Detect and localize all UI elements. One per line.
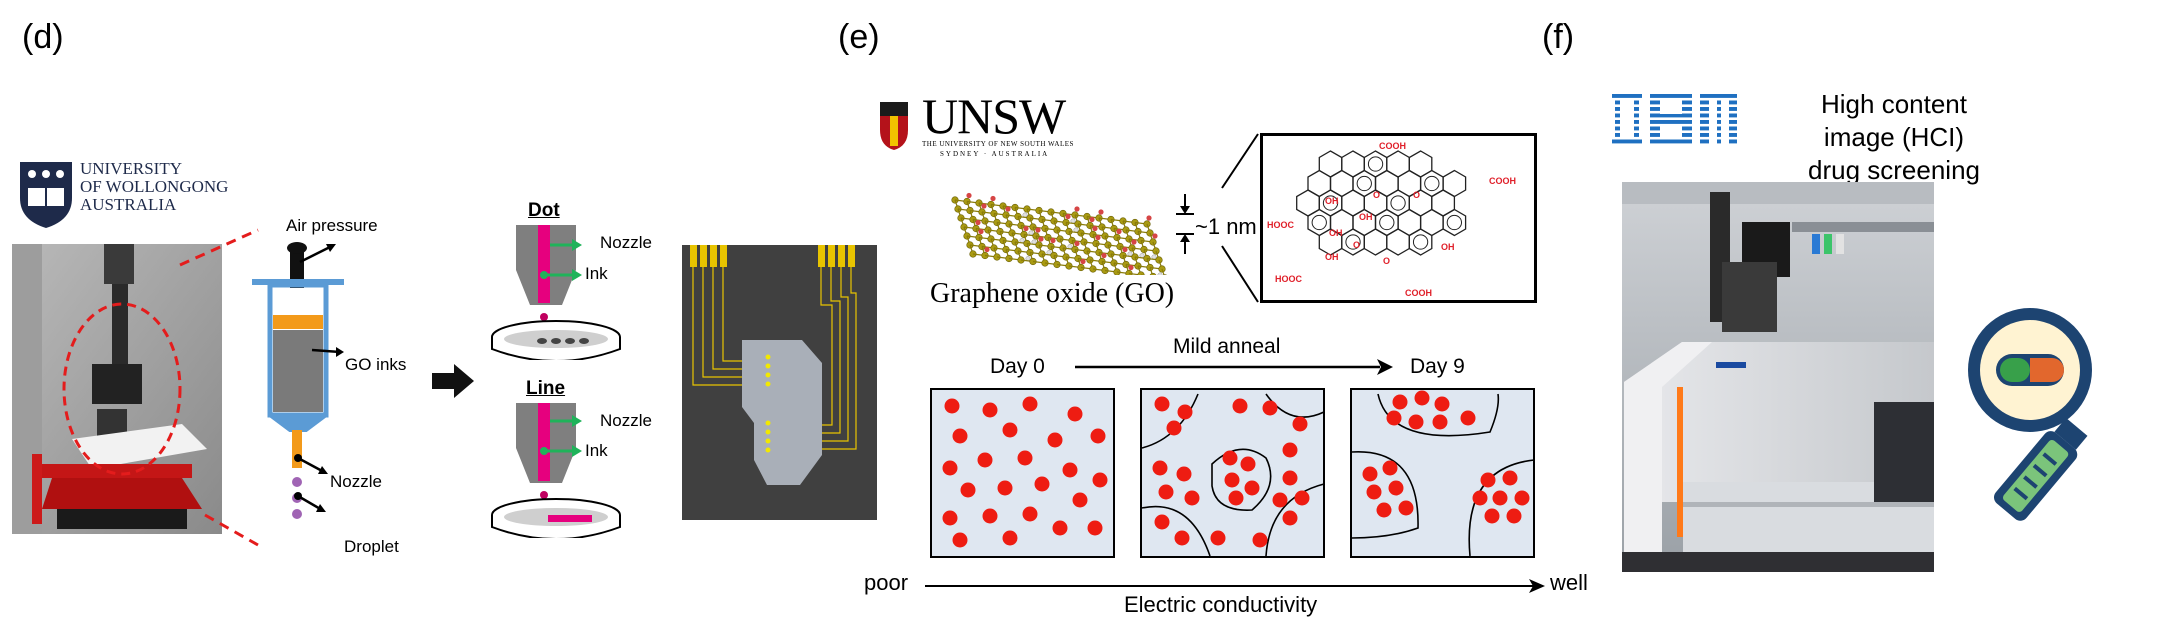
hci-title-line-1: High content image (HCI) <box>1821 89 1967 152</box>
unsw-sub-1: THE UNIVERSITY OF NEW SOUTH WALES <box>922 140 1074 148</box>
day-9-label: Day 9 <box>1410 355 1465 378</box>
go-chemical-structure: COOH COOH HOOC HOOC COOH OH OH OH OH OH O O O O <box>1260 133 1537 303</box>
unsw-crest-icon <box>878 100 910 152</box>
well-label: well <box>1550 570 1588 595</box>
svg-text:COOH: COOH <box>1379 141 1406 151</box>
panel-label-d: (d) <box>22 18 64 56</box>
uow-crest-icon <box>20 162 72 228</box>
svg-text:HOOC: HOOC <box>1275 274 1303 284</box>
dot-printing-schematic <box>488 225 668 365</box>
label-nozzle: Nozzle <box>330 472 382 491</box>
unsw-logo <box>878 100 910 157</box>
conductivity-axis-arrow <box>925 579 1545 593</box>
panel-label-f: (f) <box>1542 18 1575 56</box>
anneal-arrow <box>1075 359 1393 375</box>
uow-wordmark: UNIVERSITY OF WOLLONGONG AUSTRALIA <box>80 160 228 214</box>
uow-line-1: UNIVERSITY <box>80 159 182 178</box>
svg-text:OH: OH <box>1325 196 1339 206</box>
svg-text:OH: OH <box>1359 212 1373 222</box>
label-line: Line <box>526 378 566 399</box>
syringe-schematic <box>240 230 390 555</box>
label-ink-dot: Ink <box>585 264 608 283</box>
label-droplet: Droplet <box>344 537 399 556</box>
poor-label: poor <box>864 570 909 595</box>
line-printing-schematic <box>488 403 668 543</box>
svg-text:OH: OH <box>1325 252 1339 262</box>
svg-text:COOH: COOH <box>1489 176 1516 186</box>
right-arrow-icon <box>432 364 474 398</box>
printer-photo <box>12 244 222 539</box>
thickness-label: ~1 nm <box>1195 214 1257 239</box>
magnifier-capsule-icon <box>1958 298 2176 533</box>
unsw-wordmark: UNSW <box>922 88 1066 144</box>
day-0-label: Day 0 <box>990 355 1045 378</box>
label-dot: Dot <box>528 200 560 221</box>
printed-electrode-image <box>682 245 877 525</box>
graphene-sheet-model <box>945 175 1180 285</box>
uow-line-3: AUSTRALIA <box>80 195 177 214</box>
label-go-inks: GO inks <box>345 355 407 374</box>
uow-logo <box>18 160 74 235</box>
svg-text:O: O <box>1353 240 1360 250</box>
day-9-film <box>1350 388 1535 563</box>
svg-text:O: O <box>1373 190 1380 200</box>
graphene-label: Graphene oxide (GO) <box>930 278 1175 309</box>
thickness-arrows <box>1176 194 1194 254</box>
structure-zoom-lines <box>1221 133 1259 303</box>
svg-text:COOH: COOH <box>1405 288 1432 298</box>
uow-line-2: OF WOLLONGONG <box>80 177 229 196</box>
day-0-film <box>930 388 1115 563</box>
hci-instrument-photo <box>1622 182 1934 577</box>
svg-text:O: O <box>1383 256 1390 266</box>
panel-label-e: (e) <box>838 18 880 56</box>
svg-text:HOOC: HOOC <box>1267 220 1295 230</box>
anneal-label: Mild anneal <box>1173 335 1281 358</box>
svg-text:OH: OH <box>1329 228 1343 238</box>
label-ink-line: Ink <box>585 441 608 460</box>
label-nozzle-line: Nozzle <box>600 411 652 430</box>
label-nozzle-dot: Nozzle <box>600 233 652 252</box>
label-air-pressure: Air pressure <box>286 216 378 235</box>
ibm-logo-icon <box>1612 94 1737 145</box>
svg-text:OH: OH <box>1441 242 1455 252</box>
intermediate-film <box>1140 388 1325 563</box>
ibm-logo <box>1612 93 1737 150</box>
conductivity-axis-label: Electric conductivity <box>1124 592 1318 617</box>
svg-text:O: O <box>1413 190 1420 200</box>
unsw-sub-2: SYDNEY · AUSTRALIA <box>940 150 1050 158</box>
